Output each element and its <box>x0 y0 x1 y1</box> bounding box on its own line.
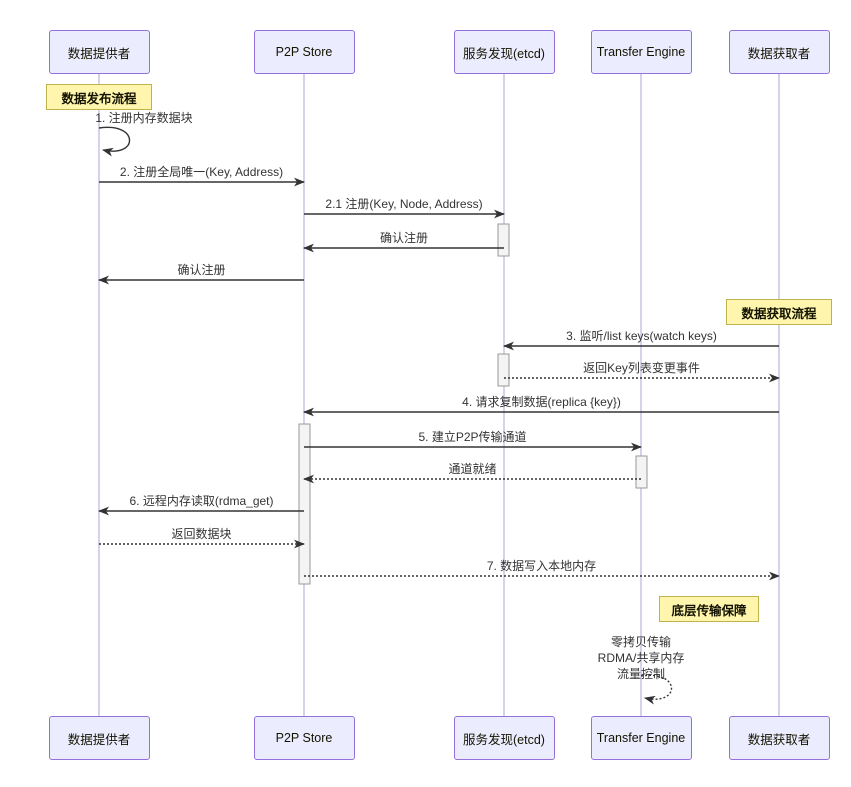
actor-label-consumer-bottom: 数据获取者 <box>747 732 811 747</box>
actor-label-etcd-bottom: 服务发现(etcd) <box>463 732 545 747</box>
message-label-10: 6. 远程内存读取(rdma_get) <box>129 494 274 508</box>
messages-layer <box>98 126 780 705</box>
self-message-arrow-13 <box>640 674 673 705</box>
actor-label-engine-bottom: Transfer Engine <box>596 731 686 745</box>
activation-bar-etcd-0 <box>497 223 510 257</box>
message-label-4: 确认注册 <box>177 263 226 277</box>
actor-box-etcd-bottom[interactable]: 服务发现(etcd) <box>453 716 555 760</box>
actor-box-p2pstore-bottom[interactable]: P2P Store <box>253 716 355 760</box>
actor-box-p2pstore-top[interactable]: P2P Store <box>253 30 355 74</box>
message-label-5: 3. 监听/list keys(watch keys) <box>566 329 717 343</box>
note-fetch-flow[interactable]: 数据获取流程 <box>726 299 832 325</box>
message-label-2: 2.1 注册(Key, Node, Address) <box>325 197 483 211</box>
actor-label-consumer-top: 数据获取者 <box>747 46 811 61</box>
actor-box-provider-bottom[interactable]: 数据提供者 <box>48 716 150 760</box>
message-label-3: 确认注册 <box>379 231 429 245</box>
message-label-8: 5. 建立P2P传输通道 <box>418 430 527 444</box>
actor-box-engine-bottom[interactable]: Transfer Engine <box>590 716 692 760</box>
actor-box-provider-top[interactable]: 数据提供者 <box>48 30 150 74</box>
message-label-12: 7. 数据写入本地内存 <box>486 559 597 573</box>
actor-label-provider-top: 数据提供者 <box>67 46 131 61</box>
actor-label-p2pstore-top: P2P Store <box>275 45 333 59</box>
actor-label-provider-bottom: 数据提供者 <box>67 732 131 747</box>
message-label-9: 通道就绪 <box>448 462 497 476</box>
actor-label-engine-top: Transfer Engine <box>596 45 686 59</box>
note-fetch-flow-label: 数据获取流程 <box>741 306 817 321</box>
message-label-6: 返回Key列表变更事件 <box>583 361 700 375</box>
note-publish-flow-label: 数据发布流程 <box>61 91 137 106</box>
actor-box-etcd-top[interactable]: 服务发现(etcd) <box>453 30 555 74</box>
actor-box-consumer-top[interactable]: 数据获取者 <box>728 30 830 74</box>
self-message-arrow-0 <box>98 126 131 157</box>
note-transport-guarantee-label: 底层传输保障 <box>671 603 747 618</box>
message-label-0: 1. 注册内存数据块 <box>95 111 193 125</box>
transport-details: 零拷贝传输 RDMA/共享内存 流量控制 <box>597 635 685 681</box>
activation-bar-p2pstore-2 <box>298 423 311 585</box>
activation-bar-etcd-1 <box>497 353 510 387</box>
actor-box-engine-top[interactable]: Transfer Engine <box>590 30 692 74</box>
activation-bar-engine-3 <box>635 455 648 489</box>
actor-box-consumer-bottom[interactable]: 数据获取者 <box>728 716 830 760</box>
activations-layer <box>298 223 648 585</box>
message-label-7: 4. 请求复制数据(replica {key}) <box>462 395 621 409</box>
message-label-1: 2. 注册全局唯一(Key, Address) <box>119 165 284 179</box>
note-transport-guarantee[interactable]: 底层传输保障 <box>659 596 759 622</box>
note-publish-flow[interactable]: 数据发布流程 <box>46 84 152 110</box>
actor-label-etcd-top: 服务发现(etcd) <box>463 46 545 61</box>
message-label-11: 返回数据块 <box>171 527 232 541</box>
actor-label-p2pstore-bottom: P2P Store <box>275 731 333 745</box>
